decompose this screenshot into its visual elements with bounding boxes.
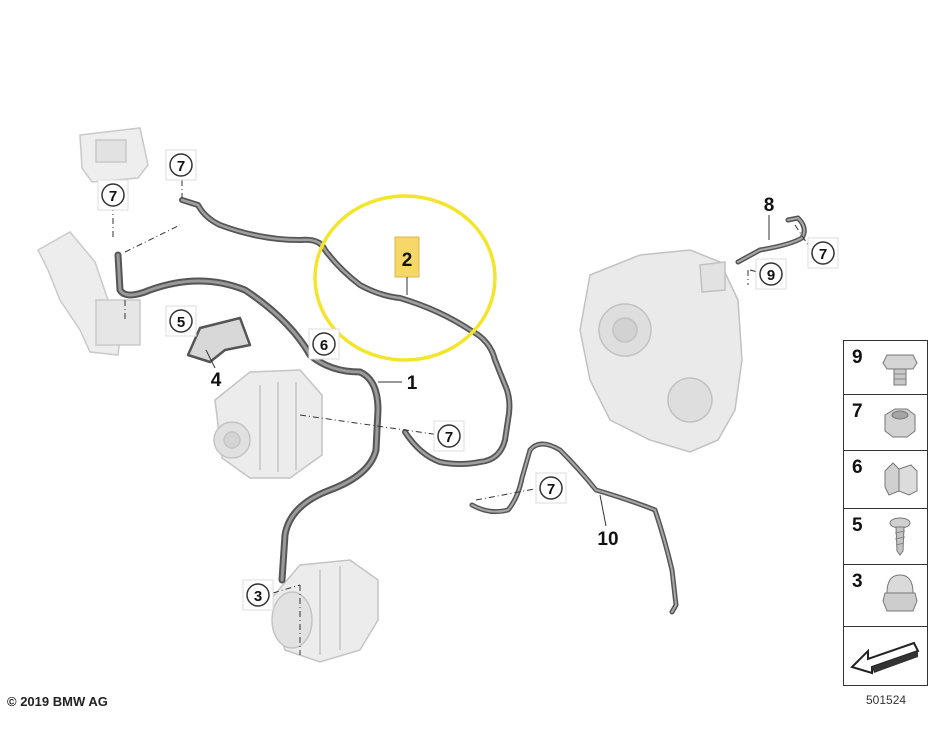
legend-number: 7 [852,401,863,422]
callout-7-mid[interactable]: 7 [433,420,465,452]
legend-number: 3 [852,571,863,592]
cable-clip-icon [884,462,918,496]
legend-item-5[interactable]: 5 [844,509,927,565]
copyright-text: © 2019 BMW AG [7,694,108,709]
legend-number: 6 [852,457,863,478]
callout-10[interactable]: 10 [597,494,619,550]
legend-number: 5 [852,515,863,536]
callout-1[interactable]: 1 [378,373,418,394]
direction-arrow-icon [850,641,920,675]
svg-text:7: 7 [547,481,555,498]
leader-lines [112,180,811,655]
svg-text:7: 7 [819,246,827,263]
parts-legend: 9 7 6 5 3 [843,340,928,686]
legend-item-3[interactable]: 3 [844,565,927,627]
svg-text:3: 3 [254,588,262,605]
hex-bolt-icon [882,354,918,386]
callout-9[interactable]: 9 [755,258,787,290]
callout-4[interactable]: 4 [205,349,222,391]
svg-text:1: 1 [407,373,418,394]
callout-3[interactable]: 3 [242,579,274,611]
starter-motor-component [269,559,379,663]
hex-nut-icon [884,408,916,438]
transfer-case-component [579,249,743,453]
svg-text:7: 7 [177,158,185,175]
callout-7-top[interactable]: 7 [165,149,197,181]
legend-number: 9 [852,347,863,368]
legend-direction [844,627,927,685]
legend-item-7[interactable]: 7 [844,395,927,451]
battery-bracket-component [37,231,141,356]
screw-icon [889,517,911,556]
cable-lines [114,197,807,615]
svg-text:8: 8 [764,195,775,216]
alternator-component [213,369,323,479]
svg-text:7: 7 [109,188,117,205]
fuse-box-component [79,127,149,183]
svg-text:7: 7 [445,429,453,446]
svg-text:6: 6 [320,337,328,354]
svg-text:5: 5 [177,314,185,331]
callout-7-left[interactable]: 7 [97,179,129,211]
legend-item-6[interactable]: 6 [844,451,927,509]
callout-8[interactable]: 8 [764,195,775,240]
callout-7-right-mid[interactable]: 7 [535,472,567,504]
callout-6[interactable]: 6 [308,328,340,360]
cap-nut-icon [882,574,918,612]
legend-item-9[interactable]: 9 [844,341,927,395]
svg-text:9: 9 [767,267,775,284]
svg-text:4: 4 [211,370,222,391]
svg-text:10: 10 [597,529,618,550]
diagram-id: 501524 [866,693,907,707]
callout-5[interactable]: 5 [165,305,197,337]
highlight-box[interactable] [394,236,420,278]
callout-7-far-right[interactable]: 7 [807,237,839,269]
callout-label-2: 2 [402,250,413,271]
highlight-circle [313,194,497,362]
